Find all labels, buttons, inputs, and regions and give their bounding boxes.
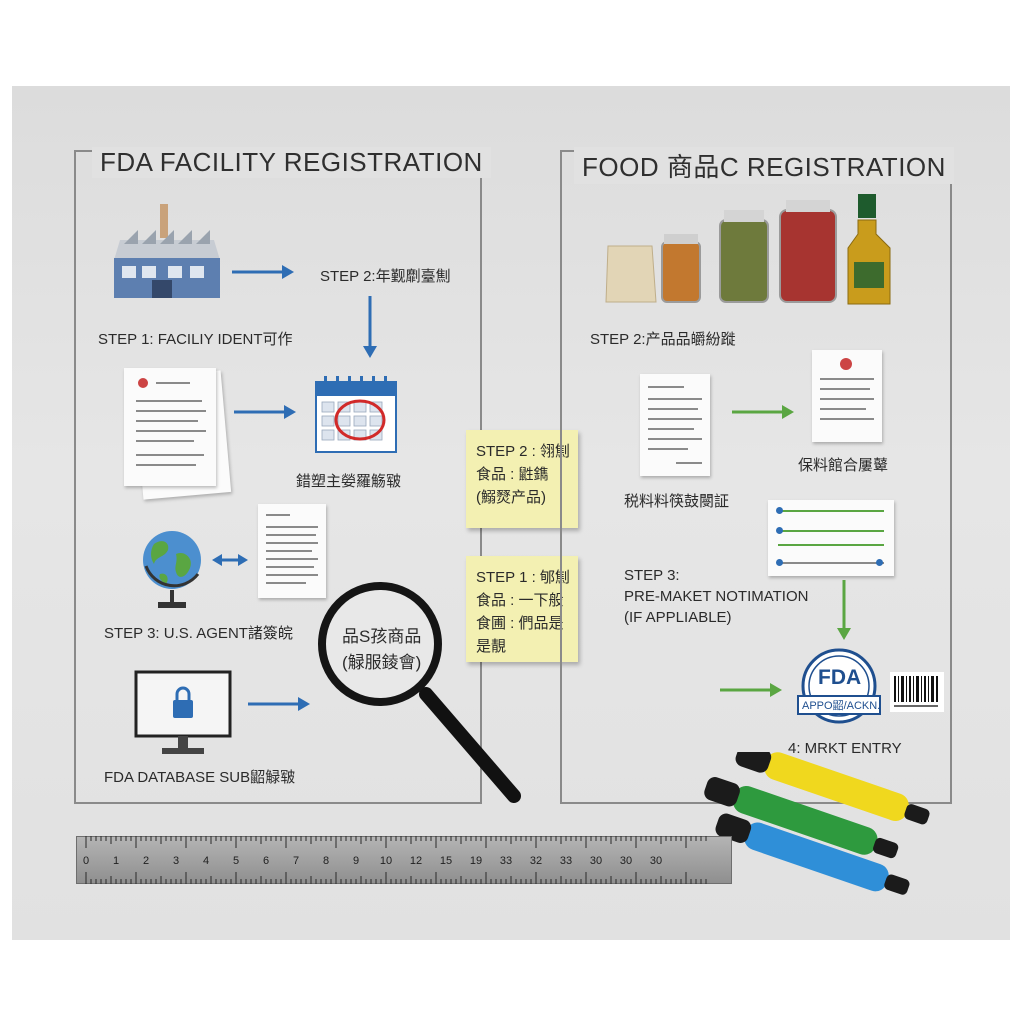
ruler-number: 1 [113,855,119,867]
agent-document-icon [258,504,326,598]
ruler-number: 9 [353,855,359,867]
ruler-number: 30 [620,855,632,867]
ruler-number: 3 [173,855,179,867]
food-step3-line3: (IF APPLIABLE) [624,609,732,626]
sticky-note-line: STEP 2 : 翎劁 [476,443,570,460]
notification-form-icon [768,500,894,576]
fda-ribbon-text: APPO鼦/ACKN. [802,700,881,712]
sticky-note-line: (鰯燹产品) [476,489,546,506]
step1-label: STEP 1: FACILIY IDENT可作 [98,331,293,348]
sticky-note-line: 是靚 [476,638,507,655]
double-arrow-icon [212,554,248,566]
sticky-note-line: 食品 : 一下般 [476,592,564,609]
ruler-number: 0 [83,855,89,867]
food-panel-title: FOOD 商品C REGISTRATION [574,147,954,184]
facility-panel-title: FDA FACILITY REGISTRATION [92,147,491,178]
food-step3-line2: PRE-MAKET NOTIMATION [624,588,809,605]
ruler-number: 15 [440,855,452,867]
sticky-note-line: 食品 : 鼪鐫 [476,466,549,483]
food-document2-icon [812,350,882,442]
ruler-number: 4 [203,855,209,867]
document-icon [124,368,216,486]
food-jars-icon [605,194,891,305]
barcode-icon [890,672,944,712]
arrow-right-icon [234,405,296,419]
computer-lock-icon [134,670,232,754]
step2-label: STEP 2:年觐劘臺劁 [320,268,451,285]
calendar-caption: 錯塑主嫈羅觞皲 [296,473,402,490]
sticky-note-step2: STEP 2 : 翎劁 食品 : 鼪鐫 (鰯燹产品) [466,430,578,528]
sticky-note-step1: STEP 1 : 郇劁 食品 : 一下般 食圃 : 們品是 是靚 [466,556,578,662]
food-step3-line1: STEP 3: [624,567,680,584]
arrow-right-green-icon [732,405,794,419]
magnifier-icon [318,582,521,803]
ruler-number: 8 [323,855,329,867]
globe-icon [143,531,201,608]
calendar-icon [315,376,397,453]
ruler-number: 30 [590,855,602,867]
ruler-number: 33 [560,855,572,867]
market-entry-label: 4: MRKT ENTRY [788,740,902,757]
ruler-number: 10 [380,855,392,867]
magnifier-line1: 品S孩商品 [342,627,422,646]
food-doc2-caption: 保料館合屢鼙 [798,457,889,474]
ruler-number: 7 [293,855,299,867]
factory-icon [114,204,220,298]
step3-label: STEP 3: U.S. AGENT諸簽皖 [104,625,293,642]
ruler-number: 30 [650,855,662,867]
magnifier-line2: (觮服錂會) [342,653,422,672]
markers-icon [704,752,930,895]
sticky-note-line: 食圃 : 們品是 [476,615,564,632]
arrow-down-green-icon [837,580,851,640]
sticky-note-line: STEP 1 : 郇劁 [476,569,570,586]
food-doc-caption: 税料料筷鼓閿証 [624,493,730,510]
arrow-down-icon [363,296,377,358]
arrow-right-icon [232,265,294,279]
database-label: FDA DATABASE SUB鼦觮皲 [104,769,296,786]
food-step2-label: STEP 2:产品品皭紛蹝 [590,331,736,348]
arrow-right-green-icon [720,683,782,697]
ruler-number: 32 [530,855,542,867]
ruler-number: 5 [233,855,239,867]
arrow-right-icon [248,697,310,711]
fda-seal-icon [797,648,881,724]
ruler-number: 33 [500,855,512,867]
ruler-number: 19 [470,855,482,867]
ruler-number: 2 [143,855,149,867]
fda-logo-text: FDA [818,666,862,689]
ruler-icon [76,836,732,884]
food-document-icon [640,374,710,476]
ruler-number: 6 [263,855,269,867]
ruler-number: 12 [410,855,422,867]
